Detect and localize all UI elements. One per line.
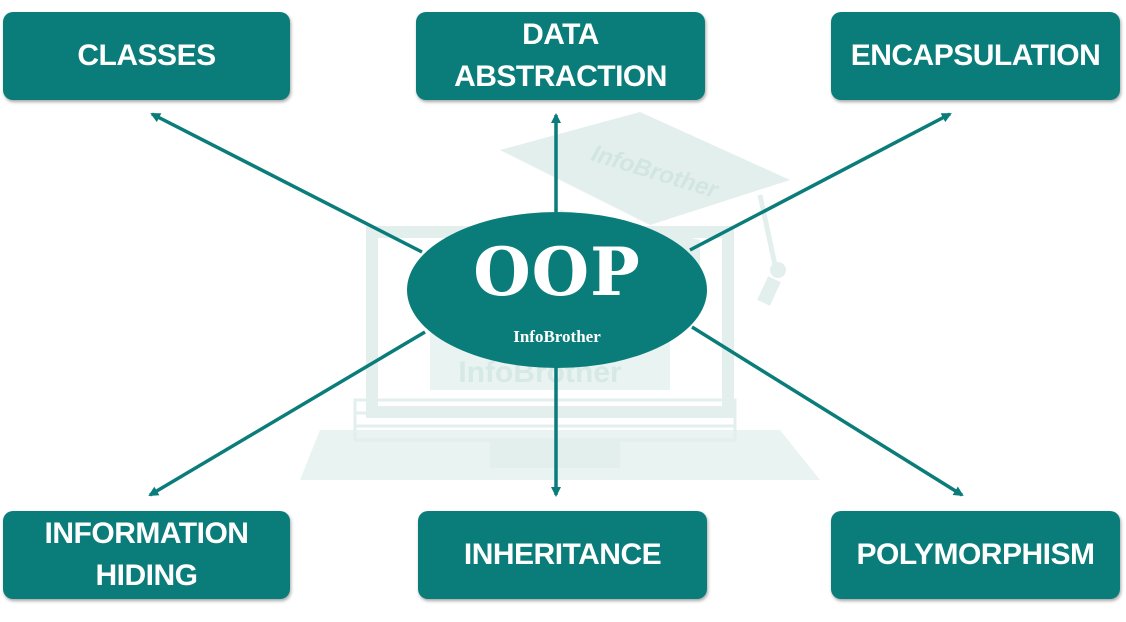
watermark-cap-icon xyxy=(500,112,790,225)
node-classes-label: CLASSES xyxy=(77,39,216,72)
arrow-to-information-hiding xyxy=(148,330,426,497)
node-classes: CLASSES xyxy=(3,12,290,100)
node-inheritance-label: INHERITANCE xyxy=(463,538,662,571)
oop-title: OOP xyxy=(473,233,641,311)
arrow-to-encapsulation xyxy=(689,112,952,252)
node-data-abstraction-label-line2: ABSTRACTION xyxy=(454,60,667,93)
node-information-hiding-label-line2: HIDING xyxy=(95,559,199,592)
oop-subtitle: InfoBrother xyxy=(513,327,601,346)
arrow-to-classes xyxy=(150,112,423,254)
arrow-to-polymorphism xyxy=(691,325,964,497)
node-information-hiding: INFORMATION HIDING xyxy=(3,511,290,599)
node-data-abstraction-label-line1: DATA xyxy=(522,18,599,51)
node-polymorphism: POLYMORPHISM xyxy=(831,511,1120,599)
node-data-abstraction: DATA ABSTRACTION xyxy=(416,12,705,100)
node-encapsulation: ENCAPSULATION xyxy=(831,12,1120,100)
node-inheritance: INHERITANCE xyxy=(418,511,707,599)
oop-center-ellipse xyxy=(407,212,707,368)
node-encapsulation-label: ENCAPSULATION xyxy=(850,39,1101,72)
node-information-hiding-label-line1: INFORMATION xyxy=(44,517,249,550)
connector-arrows xyxy=(148,112,964,497)
node-polymorphism-label: POLYMORPHISM xyxy=(856,538,1095,571)
